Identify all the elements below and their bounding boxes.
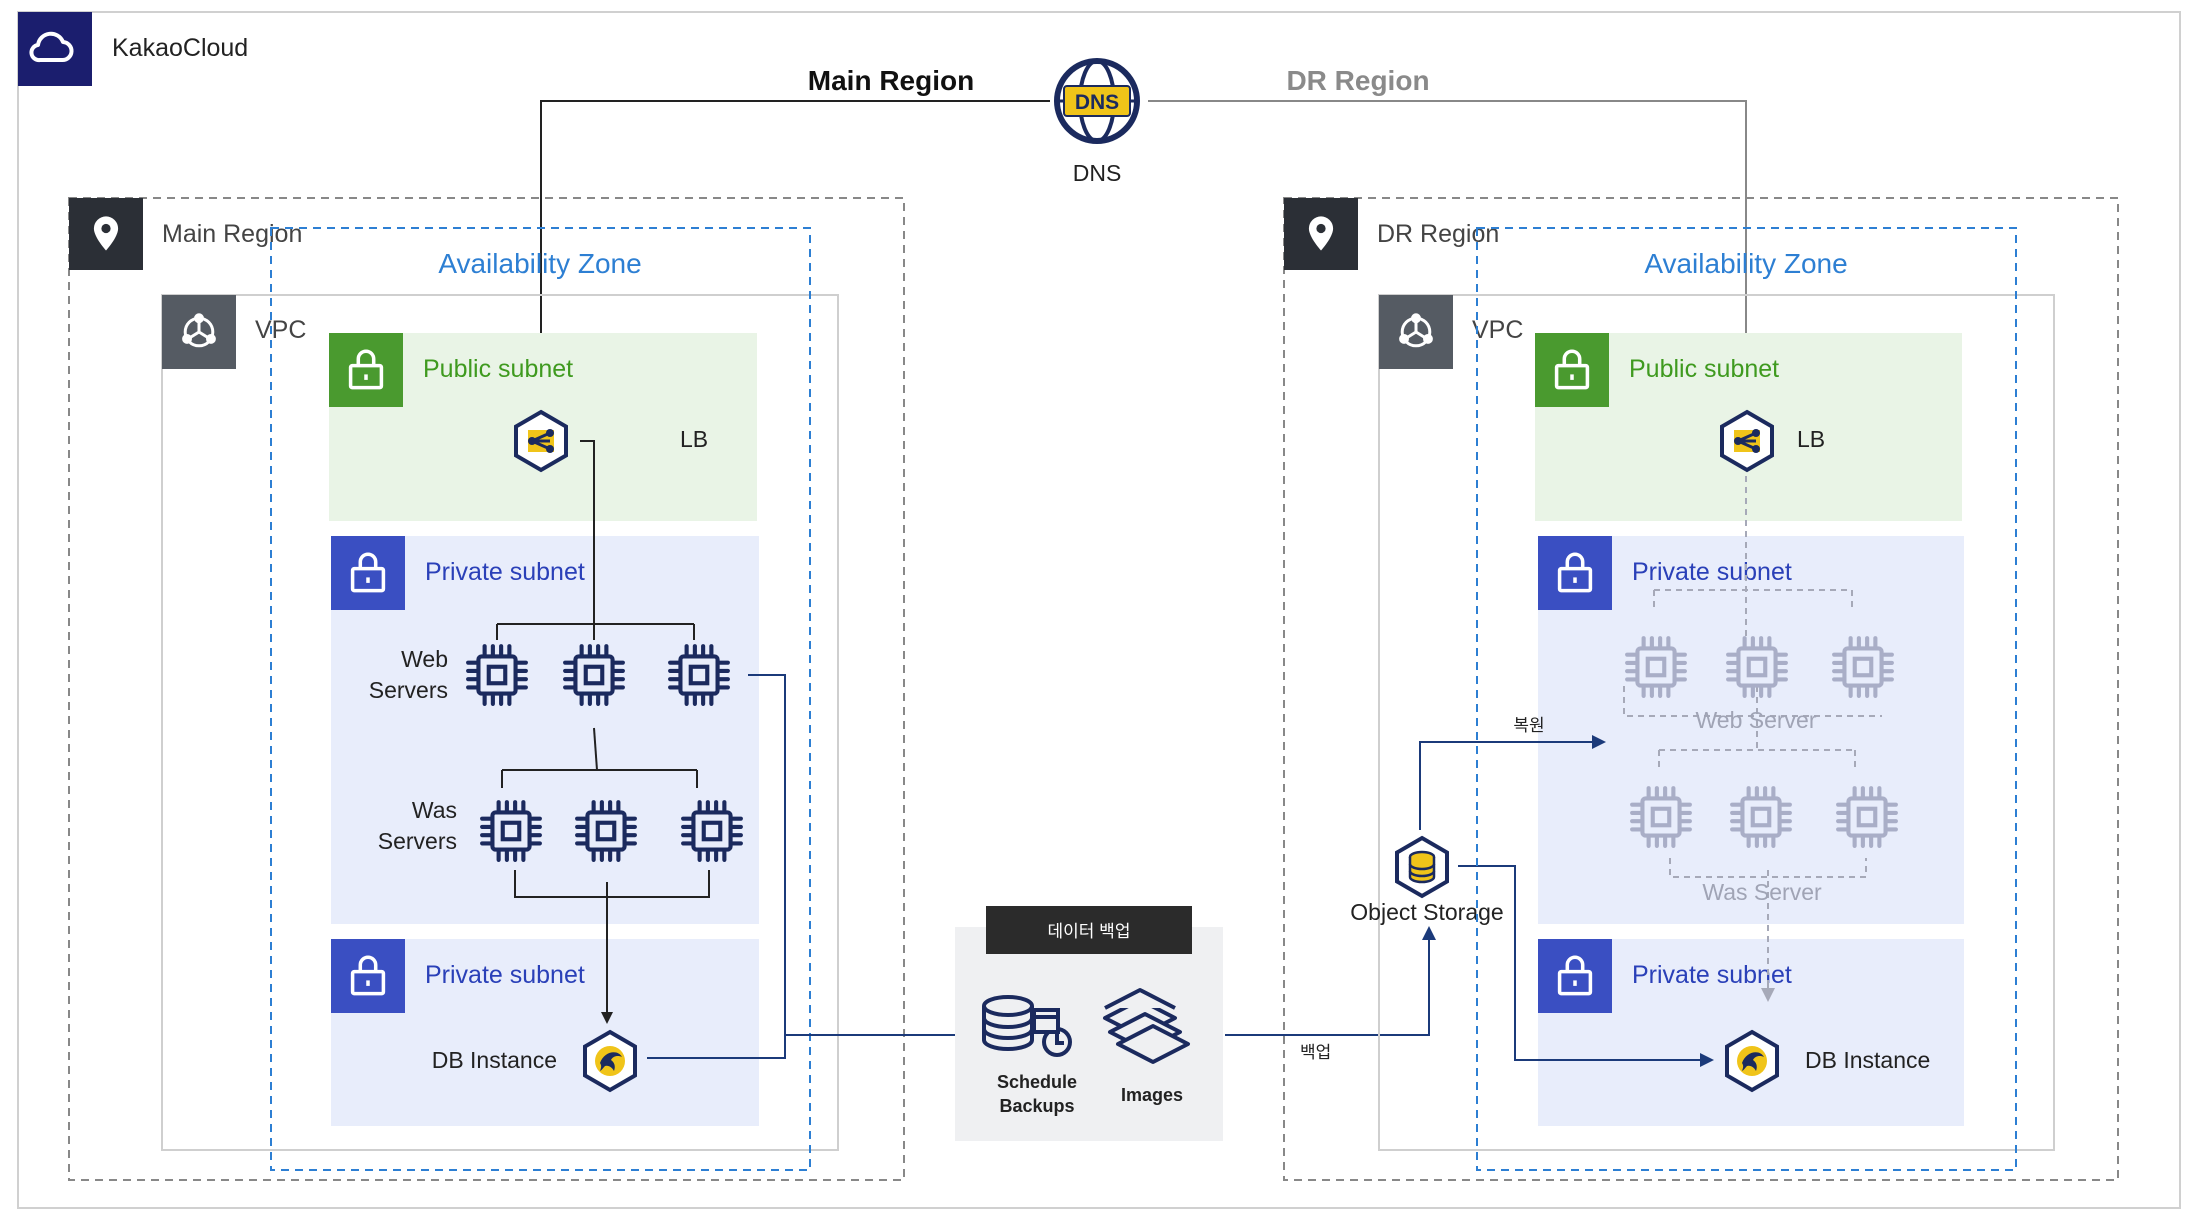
load-balancer-icon — [516, 412, 566, 470]
dr-public-subnet-label: Public subnet — [1629, 355, 1779, 383]
dr-private-subnet-db-label: Private subnet — [1632, 961, 1792, 989]
dr-az-label: Availability Zone — [1644, 248, 1847, 279]
main-connectors — [496, 440, 710, 898]
dr-region-label: DR Region — [1377, 220, 1499, 248]
main-db-label: DB Instance — [432, 1047, 557, 1073]
dr-region-box — [1283, 197, 2119, 1181]
schedule-backup-icon — [982, 995, 1072, 1057]
main-route-line — [535, 100, 1050, 411]
main-web-servers-label-line2: Servers — [369, 677, 448, 703]
dr-private-subnet-db-marker — [1538, 939, 1612, 1013]
dr-vpc-box — [1378, 294, 2055, 1151]
main-private-subnet-app-marker — [331, 536, 405, 610]
object-storage-icon — [1397, 838, 1447, 896]
dr-was-server-label: Was Server — [1702, 879, 1822, 905]
object-storage-label: Object Storage — [1350, 899, 1503, 925]
schedule-backups-label-line2: Backups — [999, 1096, 1074, 1116]
main-vpc-label: VPC — [255, 316, 306, 344]
main-web-servers-label-line1: Web — [401, 646, 448, 672]
dns-badge: DNS — [1075, 91, 1119, 114]
dr-az-box — [1476, 227, 2017, 1171]
main-az-box — [270, 227, 811, 1171]
main-was-servers-label-line1: Was — [412, 797, 457, 823]
dns-node: DNS — [1054, 58, 1140, 144]
schedule-backups-label-line1: Schedule — [997, 1072, 1077, 1092]
dr-route-label: DR Region — [1286, 65, 1429, 96]
dr-route-line — [1148, 100, 1752, 411]
main-was-servers-label-line2: Servers — [378, 828, 457, 854]
main-public-subnet-label: Public subnet — [423, 355, 573, 383]
dr-private-subnet-app-label: Private subnet — [1632, 558, 1792, 586]
backup-flow-label: 백업 — [1300, 1043, 1331, 1062]
db-instance-icon — [1727, 1032, 1777, 1090]
restore-arrow — [1419, 735, 1606, 830]
main-region-label: Main Region — [162, 220, 302, 248]
dns-label: DNS — [1073, 160, 1122, 186]
kakaocloud-logo — [18, 12, 92, 86]
backup-header: 데이터 백업 — [1048, 922, 1131, 941]
main-private-subnet-db-marker — [331, 939, 405, 1013]
dr-db-label: DB Instance — [1805, 1047, 1930, 1073]
backup-panel — [955, 927, 1223, 1141]
backup-flow-lines — [647, 674, 1430, 1059]
main-lb-label: LB — [680, 426, 708, 452]
dr-web-server-label: Web Server — [1695, 707, 1816, 733]
db-instance-icon — [585, 1032, 635, 1090]
main-route-label: Main Region — [808, 65, 974, 96]
cloud-name: KakaoCloud — [112, 34, 248, 62]
main-private-subnet-db-label: Private subnet — [425, 961, 585, 989]
cloud-icon — [29, 31, 74, 63]
images-stack-icon — [1103, 988, 1190, 1064]
dr-private-subnet-app-marker — [1538, 536, 1612, 610]
dr-lb-label: LB — [1797, 426, 1825, 452]
dr-standby-connectors — [1623, 476, 1882, 985]
main-az-label: Availability Zone — [438, 248, 641, 279]
backup-header-bar — [986, 906, 1192, 954]
main-private-subnet-app-label: Private subnet — [425, 558, 585, 586]
dr-public-subnet-marker — [1535, 333, 1609, 407]
restore-label: 복원 — [1513, 716, 1544, 735]
main-vpc-box — [161, 294, 839, 1151]
outer-frame — [17, 11, 2181, 1209]
dr-vpc-label: VPC — [1472, 316, 1523, 344]
main-region-box — [68, 197, 905, 1181]
storage-to-dr-db-arrow — [1458, 865, 1714, 1067]
main-public-subnet-marker — [329, 333, 403, 407]
images-label: Images — [1121, 1085, 1183, 1105]
load-balancer-icon — [1722, 412, 1772, 470]
